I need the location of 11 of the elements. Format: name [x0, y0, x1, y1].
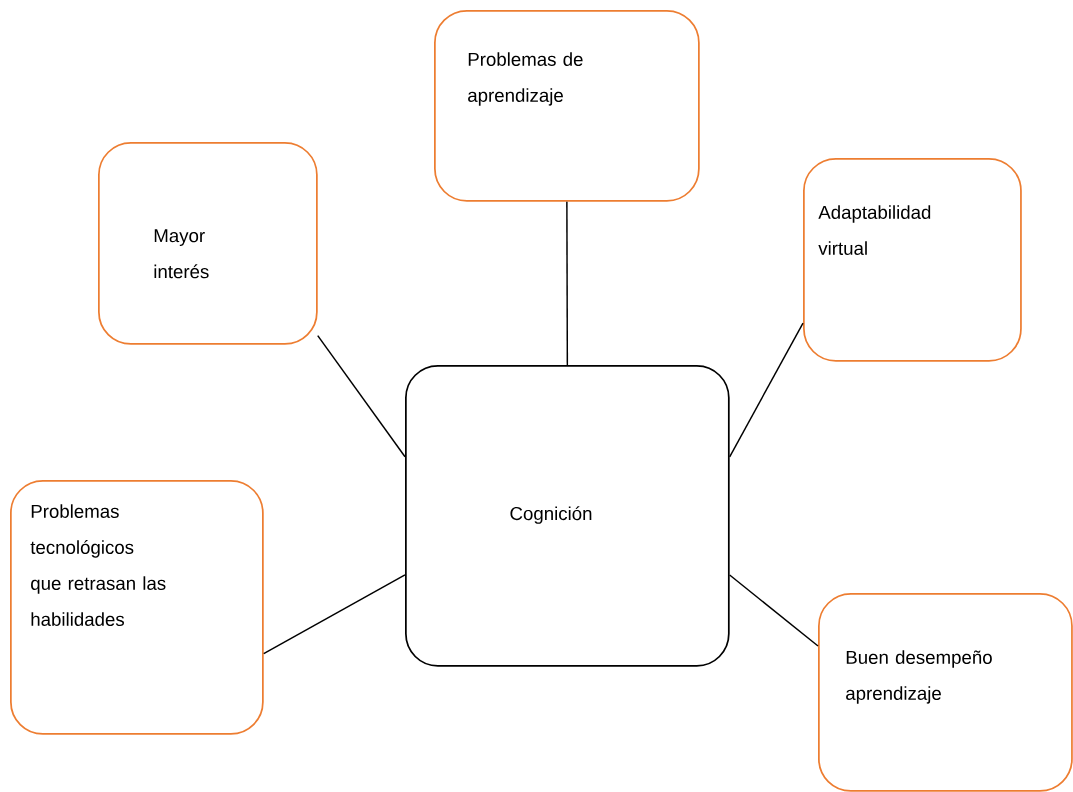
center-box: Cognición: [405, 365, 730, 667]
topic-box: Mayor interés: [98, 142, 318, 345]
connector-line: [317, 334, 406, 458]
connector-line: [728, 322, 804, 458]
connector-line: [263, 574, 406, 655]
topic-box: Problemas de aprendizaje: [434, 10, 700, 202]
connector-line: [728, 574, 819, 647]
topic-box: Problemas tecnológicos que retrasan las habilidades: [10, 480, 264, 735]
connector-line: [566, 201, 569, 366]
topic-box: Buen desempeño aprendizaje: [818, 593, 1073, 792]
topic-box: Adaptabilidad virtual: [803, 158, 1022, 362]
